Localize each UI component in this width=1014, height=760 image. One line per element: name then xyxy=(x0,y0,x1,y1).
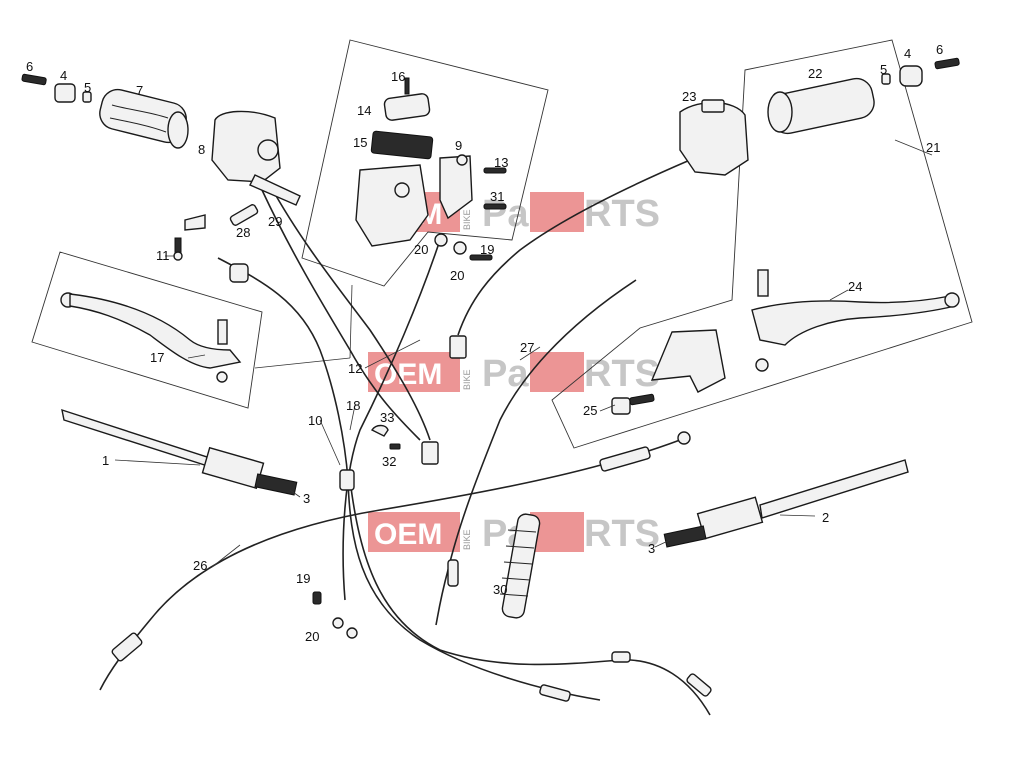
svg-text:RTS: RTS xyxy=(584,193,660,235)
callout-5-left: 5 xyxy=(84,80,91,95)
callout-28: 28 xyxy=(236,225,250,240)
end-weight-left xyxy=(21,73,92,103)
svg-text:BIKE: BIKE xyxy=(462,209,472,230)
callout-29: 29 xyxy=(268,214,282,229)
handlebar-right xyxy=(663,459,909,548)
callout-22: 22 xyxy=(808,66,822,81)
callout-20-top-left: 20 xyxy=(414,242,428,257)
group-box-clutch-lever xyxy=(31,251,263,409)
callout-27: 27 xyxy=(520,340,534,355)
callout-18: 18 xyxy=(346,398,360,413)
callout-24: 24 xyxy=(848,279,862,294)
callout-25: 25 xyxy=(583,403,597,418)
adjuster-25 xyxy=(611,393,655,415)
cable-ends xyxy=(111,431,712,702)
switch-28 xyxy=(229,204,259,226)
svg-text:RTS: RTS xyxy=(584,353,660,395)
washers-20-bottom xyxy=(312,591,358,639)
leader-lines xyxy=(114,255,849,568)
callout-10: 10 xyxy=(308,413,322,428)
svg-text:Pa: Pa xyxy=(482,353,529,395)
left-switch-8 xyxy=(211,110,301,206)
callout-8: 8 xyxy=(198,142,205,157)
callout-3-right: 3 xyxy=(648,541,655,556)
callout-5-right: 5 xyxy=(880,62,887,77)
callout-labels: 1 2 3 3 4 4 5 5 6 6 7 8 9 10 11 12 13 14… xyxy=(26,42,943,644)
callout-30: 30 xyxy=(493,582,507,597)
callout-3-left: 3 xyxy=(303,491,310,506)
callout-9: 9 xyxy=(455,138,462,153)
svg-text:OEM: OEM xyxy=(374,358,442,391)
throttle-housing xyxy=(650,329,726,393)
callout-31: 31 xyxy=(490,189,504,204)
callout-16: 16 xyxy=(391,69,405,84)
watermark-middle: OEM BIKE Pa RTS xyxy=(368,352,660,395)
callout-33: 33 xyxy=(380,410,394,425)
callout-1: 1 xyxy=(102,453,109,468)
svg-text:RTS: RTS xyxy=(584,513,660,555)
boot-30 xyxy=(499,513,541,619)
bracket-clamp xyxy=(184,214,249,283)
callout-2: 2 xyxy=(822,510,829,525)
washers-20-top xyxy=(434,233,493,261)
clutch-lever-17 xyxy=(60,292,242,383)
callout-4-left: 4 xyxy=(60,68,67,83)
svg-text:BIKE: BIKE xyxy=(462,529,472,550)
right-switch-23 xyxy=(679,99,749,176)
callout-6-right: 6 xyxy=(936,42,943,57)
callout-14: 14 xyxy=(357,103,371,118)
callout-4-right: 4 xyxy=(904,46,911,61)
callout-17: 17 xyxy=(150,350,164,365)
end-weight-right xyxy=(881,57,960,87)
clip-33 xyxy=(370,424,401,450)
watermark-bottom: OEM BIKE Pa RTS xyxy=(368,512,660,555)
handlebar-left xyxy=(61,408,298,496)
left-grip-7 xyxy=(99,88,189,149)
callout-23: 23 xyxy=(682,89,696,104)
group-box-master-cylinder xyxy=(301,39,549,287)
callout-11: 11 xyxy=(156,248,170,263)
svg-text:BIKE: BIKE xyxy=(462,369,472,390)
svg-text:OEM: OEM xyxy=(374,518,442,551)
callout-21: 21 xyxy=(926,140,940,155)
callout-13: 13 xyxy=(494,155,508,170)
callout-15: 15 xyxy=(353,135,367,150)
callout-7: 7 xyxy=(136,83,143,98)
connector-left xyxy=(421,441,439,465)
callout-20-top-right: 20 xyxy=(450,268,464,283)
callout-19-bottom: 19 xyxy=(296,571,310,586)
callout-26: 26 xyxy=(193,558,207,573)
screw-11 xyxy=(173,237,183,261)
callout-12: 12 xyxy=(348,361,362,376)
group-box-right-lever xyxy=(551,39,973,449)
connector-right xyxy=(449,335,467,359)
callout-6-left: 6 xyxy=(26,59,33,74)
cable-bundle xyxy=(99,159,711,716)
master-cylinder-group xyxy=(355,77,507,247)
callout-32: 32 xyxy=(382,454,396,469)
callout-19-top: 19 xyxy=(480,242,494,257)
brake-lever-24 xyxy=(751,269,960,372)
right-grip-22 xyxy=(767,77,875,135)
callout-20-bottom: 20 xyxy=(305,629,319,644)
